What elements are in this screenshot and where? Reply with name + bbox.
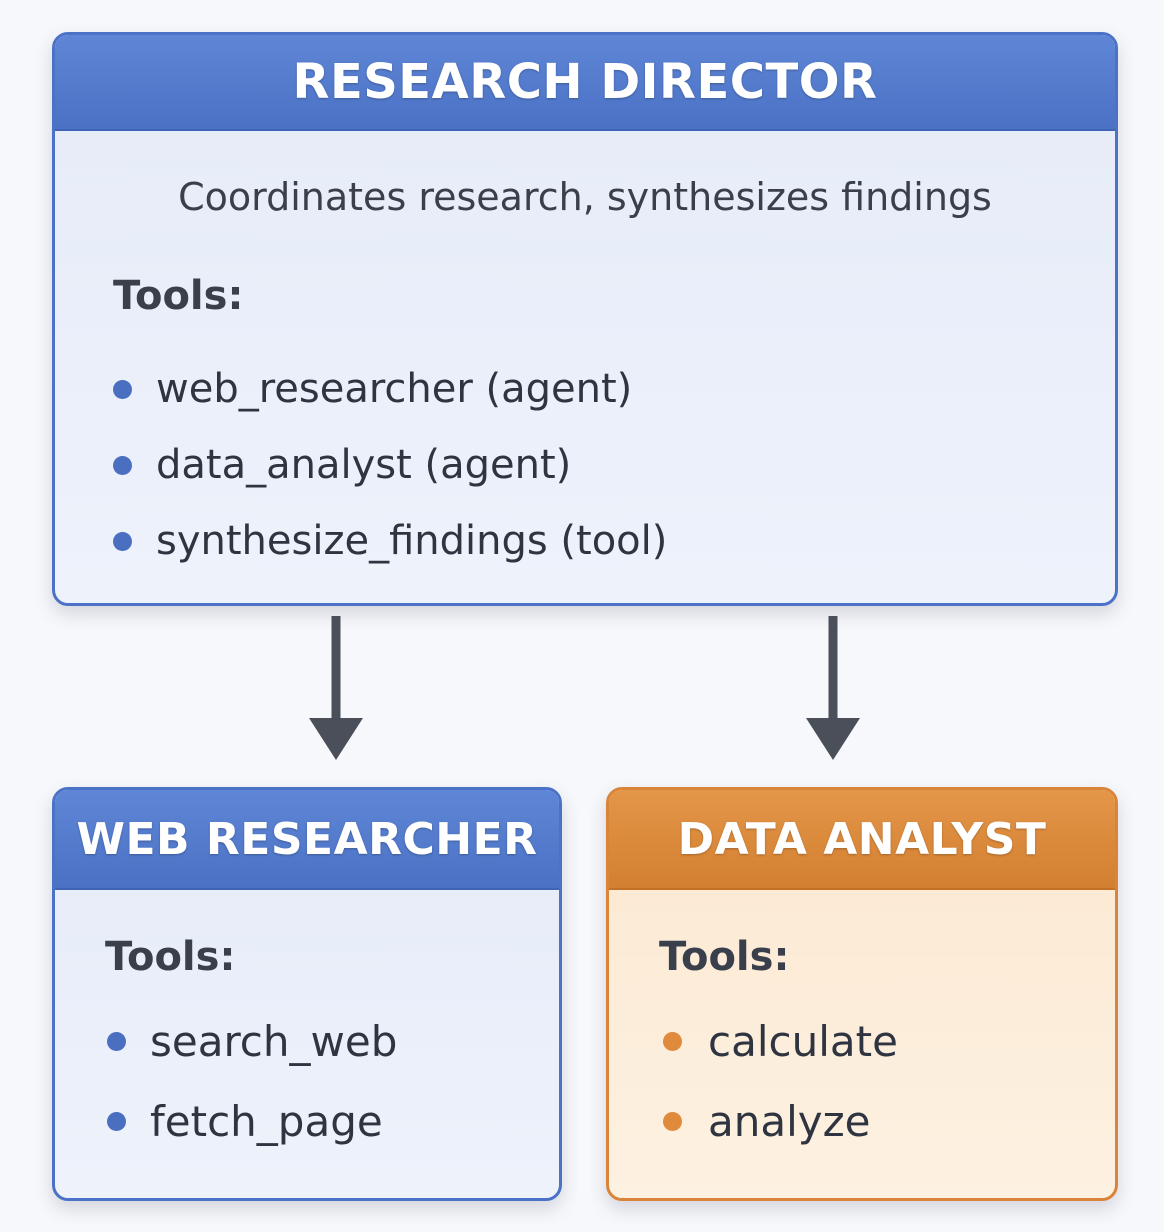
arrow-to-data-analyst [806,616,860,760]
bullet-icon [107,1031,126,1051]
bullet-icon [113,379,132,399]
tool-item: synthesize_findings (tool) [113,503,667,579]
data-analyst-node: DATA ANALYST Tools: calculate analyze [606,787,1118,1201]
research-director-tools-label: Tools: [113,273,244,319]
web-researcher-tools-label: Tools: [105,934,236,980]
bullet-icon [663,1031,682,1051]
tool-item: fetch_page [107,1081,397,1161]
data-analyst-tool-list: calculate analyze [663,1001,898,1161]
research-director-node: RESEARCH DIRECTOR Coordinates research, … [52,32,1118,606]
tool-item: calculate [663,1001,898,1081]
tool-item: search_web [107,1001,397,1081]
tool-item: web_researcher (agent) [113,351,667,427]
tool-item-label: data_analyst (agent) [156,442,572,488]
bullet-icon [663,1111,682,1131]
web-researcher-title: WEB RESEARCHER [55,790,559,890]
tool-item-label: analyze [708,1096,871,1146]
tool-item-label: web_researcher (agent) [156,366,633,412]
arrow-to-web-researcher [309,616,363,760]
bullet-icon [113,531,132,551]
data-analyst-tools-label: Tools: [659,934,790,980]
research-director-description: Coordinates research, synthesizes findin… [178,175,992,219]
bullet-icon [107,1111,126,1131]
web-researcher-node: WEB RESEARCHER Tools: search_web fetch_p… [52,787,562,1201]
research-director-title: RESEARCH DIRECTOR [55,35,1115,131]
tool-item-label: search_web [150,1016,398,1066]
research-director-tool-list: web_researcher (agent) data_analyst (age… [113,351,667,579]
tool-item-label: synthesize_findings (tool) [156,518,668,564]
data-analyst-title: DATA ANALYST [609,790,1115,890]
tool-item-label: fetch_page [150,1096,383,1146]
tool-item: analyze [663,1081,898,1161]
tool-item: data_analyst (agent) [113,427,667,503]
web-researcher-tool-list: search_web fetch_page [107,1001,397,1161]
tool-item-label: calculate [708,1016,898,1066]
bullet-icon [113,455,132,475]
